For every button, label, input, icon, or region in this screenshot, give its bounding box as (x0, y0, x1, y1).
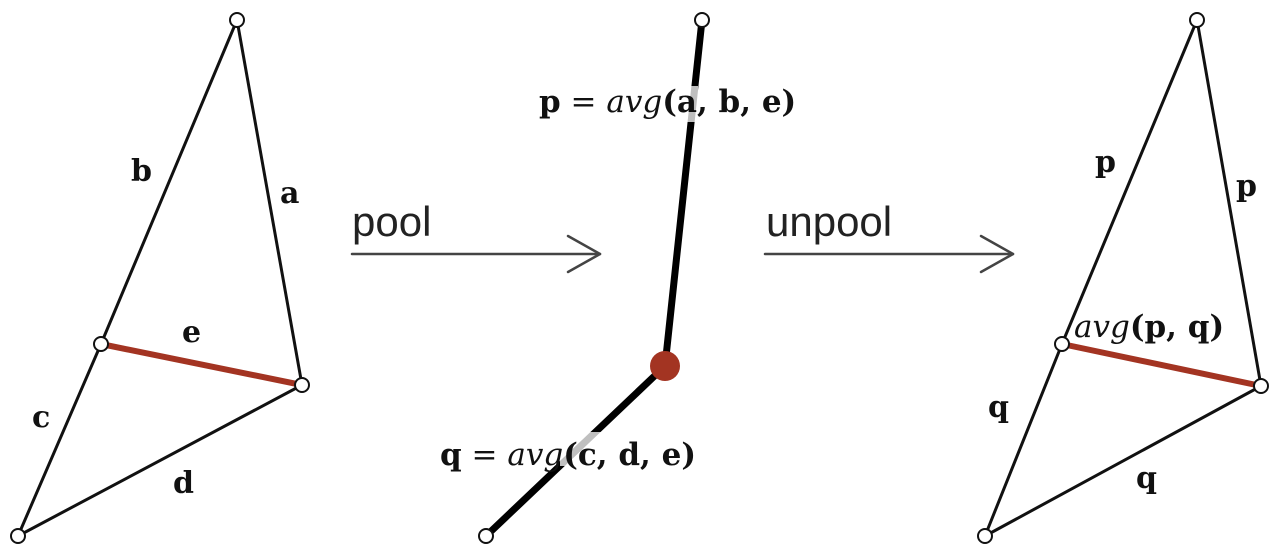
vertex-left (1054, 336, 1070, 352)
label-c: c (32, 400, 50, 435)
label-middle-fn: avg (1074, 309, 1130, 345)
edge-p (661, 16, 706, 370)
highlight-patch-q (560, 432, 606, 466)
formula-q: q = avg(c, d, e) (440, 437, 696, 473)
edge-d (16, 383, 304, 538)
edge-right-upper (1195, 18, 1263, 388)
edge-b (99, 18, 239, 346)
label-left-upper: p (1095, 145, 1116, 180)
formula-p-fn: avg (606, 84, 662, 120)
label-right-upper: p (1236, 169, 1257, 204)
formula-p-lhs: p (539, 84, 561, 120)
unpool-arrow-head (979, 234, 1015, 274)
label-left-lower: q (988, 390, 1009, 425)
vertex-top (1189, 12, 1205, 28)
formula-q-args: (c, d, e) (563, 437, 696, 473)
pool-label: pool (352, 198, 431, 245)
highlight-patch-p (682, 86, 698, 122)
vertex-top (229, 12, 245, 28)
formula-q-fn: avg (507, 437, 563, 473)
formula-p-args: (a, b, e) (662, 84, 796, 120)
edge-left-lower (983, 342, 1064, 538)
vertex-bottom (977, 528, 993, 544)
vertex-top (694, 12, 710, 28)
label-d: d (173, 466, 194, 501)
label-b: b (131, 154, 152, 189)
vertex-bottom (478, 528, 494, 544)
vertex-right (1253, 378, 1269, 394)
unpool-arrow: unpool (763, 198, 1015, 274)
formula-p: p = avg(a, b, e) (539, 84, 796, 120)
edge-bottom (983, 384, 1263, 538)
unpool-label: unpool (766, 198, 892, 245)
edge-e (98, 341, 305, 388)
vertex-left (93, 336, 109, 352)
label-bottom: q (1136, 461, 1157, 496)
edge-left-upper (1060, 18, 1199, 346)
pool-arrow: pool (350, 198, 602, 274)
formula-q-eq: = (462, 437, 508, 473)
vertex-bottom (10, 528, 26, 544)
formula-p-eq: = (561, 84, 607, 120)
edge-a (235, 18, 304, 387)
label-a: a (280, 176, 299, 211)
left-mesh: b a e c d (10, 12, 310, 544)
formula-q-lhs: q (440, 437, 462, 473)
edge-middle (1059, 341, 1264, 389)
vertex-right (294, 377, 310, 393)
label-middle: avg(p, q) (1074, 309, 1224, 345)
pool-arrow-head (566, 234, 602, 274)
edge-c (16, 342, 103, 538)
right-mesh: p p q q avg(p, q) (977, 12, 1269, 544)
pooled-mesh: p = avg(a, b, e) q = avg(c, d, e) (440, 12, 796, 544)
collapsed-vertex (650, 351, 680, 381)
label-e: e (182, 315, 201, 350)
label-middle-args: (p, q) (1130, 309, 1224, 345)
